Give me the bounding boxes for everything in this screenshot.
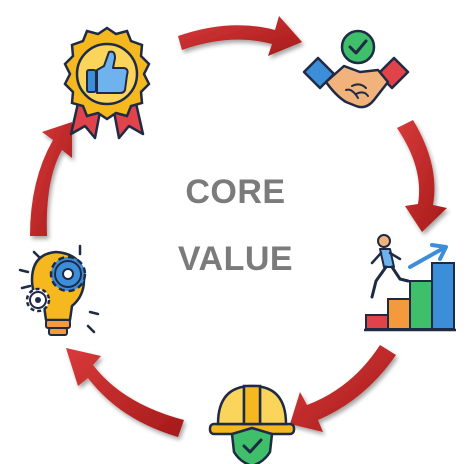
safety-helmet-shield-icon — [208, 384, 296, 464]
arrow-safety-to-innovation — [66, 348, 184, 437]
arrow-handshake-to-growth — [397, 120, 447, 232]
center-label-core: CORE — [185, 173, 286, 211]
arrow-award-to-handshake — [178, 16, 302, 56]
award-badge-thumbs-up-icon — [63, 26, 151, 140]
center-label-value: VALUE — [177, 240, 294, 278]
handshake-check-icon — [302, 29, 410, 109]
arrow-growth-to-safety — [290, 345, 396, 432]
growth-stairs-chart-icon — [364, 234, 456, 332]
lightbulb-gears-icon — [18, 244, 100, 336]
arrow-innovation-to-award — [30, 122, 72, 236]
